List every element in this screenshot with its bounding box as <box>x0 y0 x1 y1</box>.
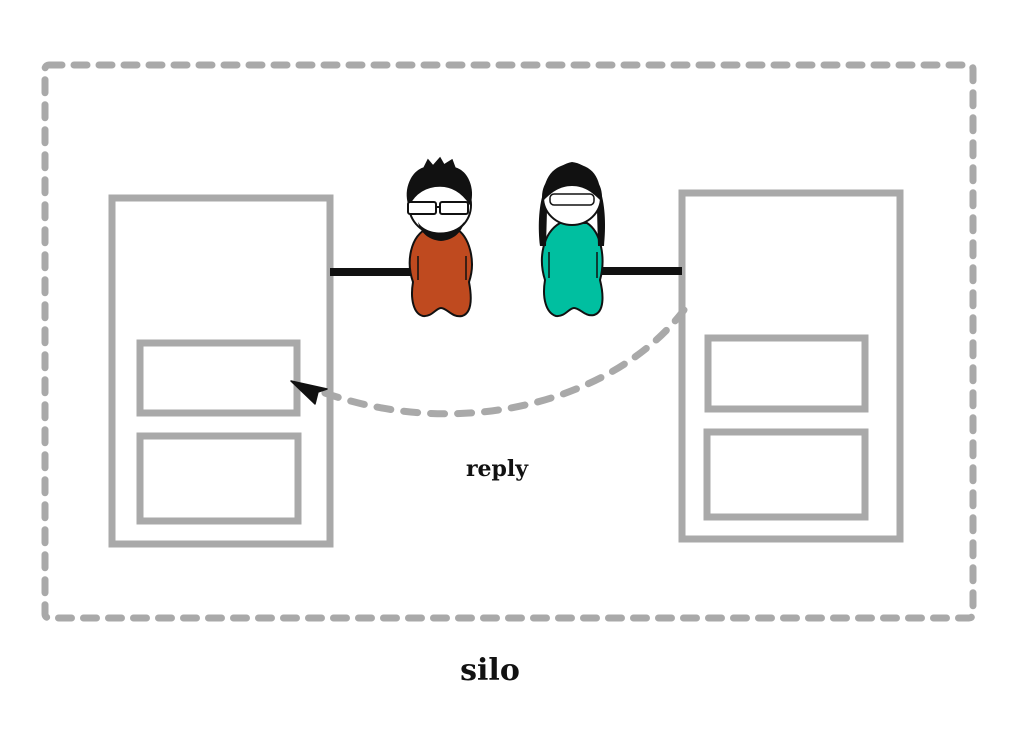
person-left-body <box>408 227 473 318</box>
person-left-glasses-right <box>439 201 469 215</box>
right-box-slot-1 <box>704 334 869 413</box>
person-long-hair-icon <box>538 162 606 318</box>
person-glasses-beard-icon <box>406 156 473 318</box>
person-right-body <box>541 222 604 318</box>
person-left-beard <box>418 222 464 241</box>
right-box <box>678 189 904 543</box>
reply-arrow <box>318 306 688 418</box>
person-left-hair <box>406 156 472 208</box>
left-box-slot-1 <box>136 339 301 417</box>
silo-label: silo <box>460 653 520 688</box>
person-right-hair-top <box>543 164 601 200</box>
reply-arrowhead-icon <box>290 380 328 405</box>
silo-boundary <box>41 61 977 622</box>
reply-label: reply <box>466 456 529 482</box>
left-box <box>108 194 334 548</box>
person-left-glasses-left <box>407 201 437 215</box>
left-box-slot-2 <box>136 432 302 525</box>
right-box-slot-2 <box>703 428 869 521</box>
person-right-glasses <box>549 193 595 206</box>
